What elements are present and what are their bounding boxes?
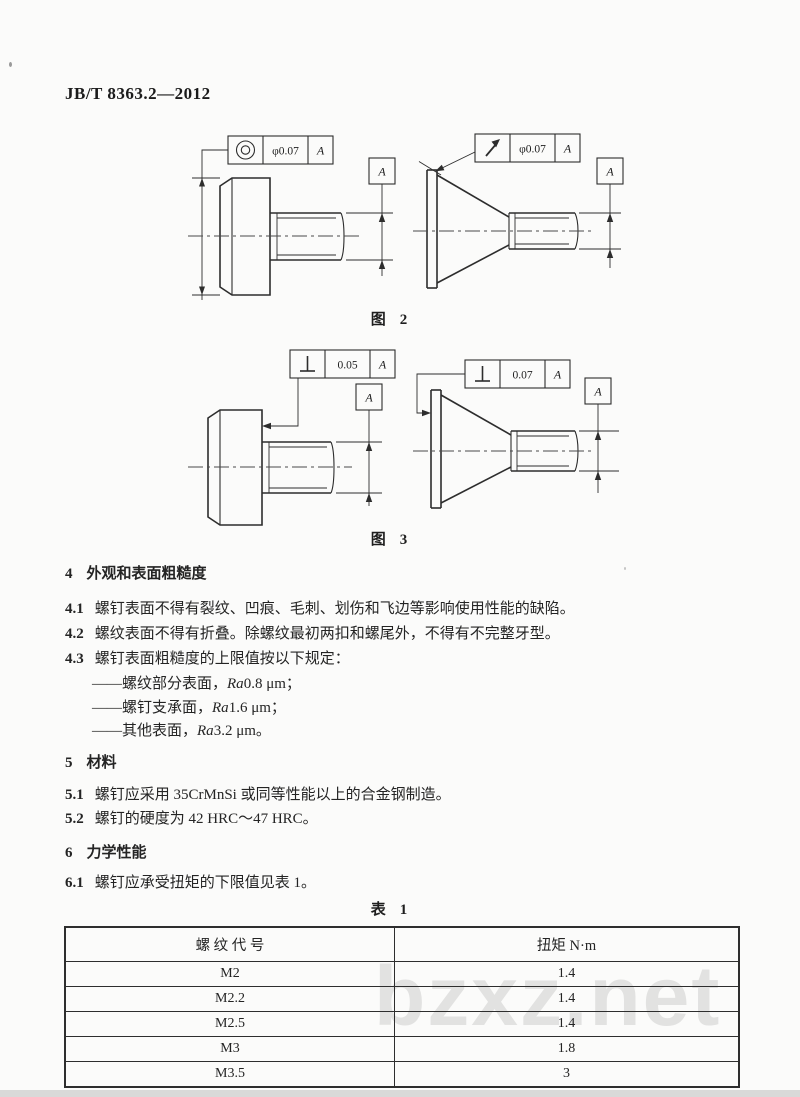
table-row: M3 1.8 — [64, 1036, 740, 1062]
scan-speck — [9, 62, 12, 67]
tolerance-frame: 0.07 A — [464, 359, 571, 389]
scan-speck — [624, 567, 626, 570]
tolerance-value: φ0.07 — [519, 144, 546, 156]
table-row: M2.5 1.4 — [64, 1011, 740, 1037]
figure-2-left-drawing: φ0.07 A A — [188, 135, 396, 300]
datum-ref-letter: A — [378, 358, 387, 372]
datum-target: A — [579, 157, 624, 268]
circular-runout-icon — [485, 139, 500, 157]
tolerance-value: φ0.07 — [272, 146, 299, 158]
datum-target: A — [346, 157, 396, 276]
tolerance-frame: φ0.07 A — [227, 135, 334, 165]
scan-edge-strip — [0, 1090, 800, 1097]
datum-target: A — [579, 377, 619, 493]
concentricity-icon — [235, 140, 256, 160]
datum-ref-letter: A — [316, 144, 325, 158]
datum-ref-letter: A — [563, 142, 572, 156]
datum-letter: A — [593, 385, 602, 399]
screw-head — [426, 169, 510, 289]
screw-head — [430, 389, 512, 509]
table-header-row: 螺 纹 代 号 扭矩 N·m — [64, 926, 740, 962]
screw-head — [207, 409, 263, 526]
tolerance-value: 0.07 — [512, 370, 532, 382]
figure-3-right-drawing: 0.07 A A — [413, 359, 619, 509]
dash-item-thread-surface: ——螺纹部分表面，Ra0.8 μm； — [92, 676, 301, 692]
figure-2-right-drawing: φ0.07 A A — [413, 133, 624, 289]
doc-number: JB/T 8363.2—2012 — [65, 84, 211, 103]
tolerance-frame: φ0.07 A — [474, 133, 581, 163]
tolerance-frame: 0.05 A — [289, 349, 396, 379]
perpendicularity-icon — [300, 356, 315, 372]
dash-item-bearing-surface: ——螺钉支承面，Ra1.6 μm； — [92, 700, 286, 716]
torque-table: 螺 纹 代 号 扭矩 N·m M2 1.4 M2.2 1.4 M2.5 1.4 … — [64, 926, 740, 1088]
table-row: M3.5 3 — [64, 1061, 740, 1088]
datum-target: A — [336, 383, 383, 506]
tolerance-value: 0.05 — [337, 360, 357, 372]
perpendicularity-icon — [475, 366, 490, 382]
screw-shank — [511, 430, 579, 472]
screw-shank — [270, 212, 345, 261]
screw-head — [219, 177, 271, 296]
header-torque: 扭矩 N·m — [394, 926, 740, 962]
datum-ref-letter: A — [553, 368, 562, 382]
header-thread-code: 螺 纹 代 号 — [64, 926, 395, 962]
screw-shank — [262, 441, 335, 494]
figure-3-left-drawing: 0.05 A A — [188, 349, 396, 526]
datum-letter: A — [377, 165, 386, 179]
table-row: M2.2 1.4 — [64, 986, 740, 1012]
datum-letter: A — [364, 391, 373, 405]
table-row: M2 1.4 — [64, 961, 740, 987]
datum-letter: A — [605, 165, 614, 179]
dash-item-other-surface: ——其他表面，Ra3.2 μm。 — [92, 723, 271, 739]
